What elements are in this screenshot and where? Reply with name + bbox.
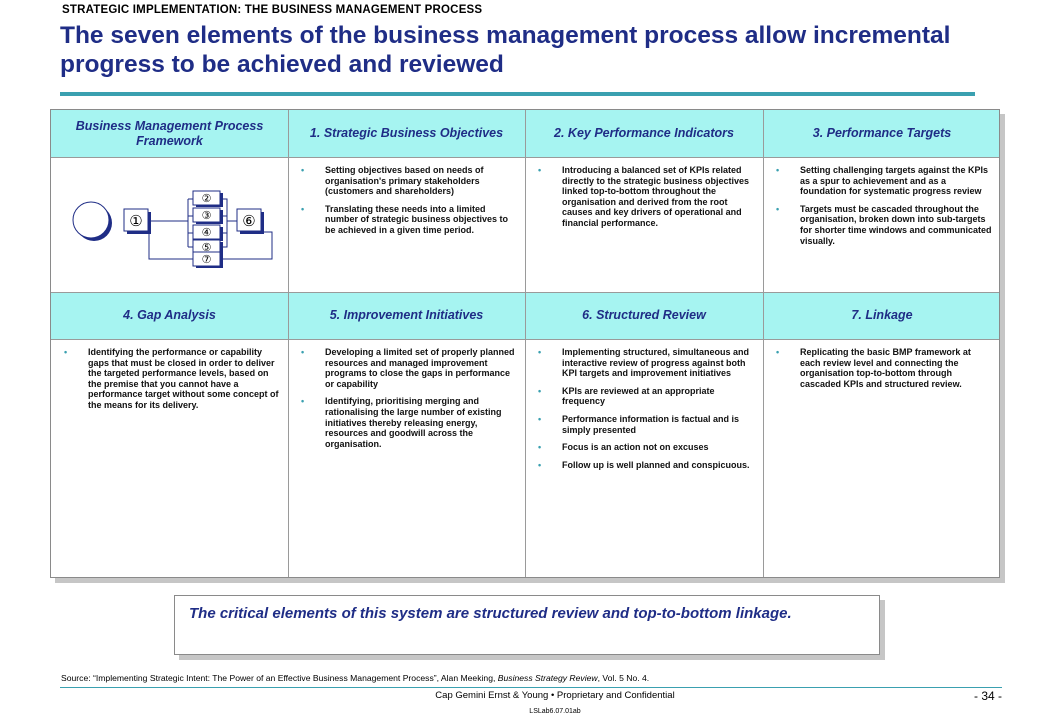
bullet: Targets must be cascaded throughout the … — [773, 204, 993, 246]
bullet: Setting challenging targets against the … — [773, 165, 993, 197]
flow-line — [219, 231, 273, 260]
heading-improvement-initiatives: 5. Improvement Initiatives — [329, 308, 484, 322]
bmp-elements-grid: Business Management Process Framework 1.… — [50, 109, 1000, 578]
footer-document-code: LSLab6.07.01ab — [529, 708, 581, 715]
cell-performance-targets: Setting challenging targets against the … — [763, 157, 1001, 253]
heading-key-performance-indicators: 2. Key Performance Indicators — [554, 126, 734, 140]
element-box-3 — [192, 207, 221, 223]
grid-line — [525, 110, 526, 577]
element-box-7 — [192, 251, 221, 267]
key-message-callout: The critical elements of this system are… — [174, 595, 880, 655]
bullet: Developing a limited set of properly pla… — [298, 347, 517, 389]
cell-strategic-business-objectives: Setting objectives based on needs of org… — [288, 157, 525, 243]
bullet: Follow up is well planned and conspicuou… — [535, 460, 755, 471]
cell-key-performance-indicators: Introducing a balanced set of KPIs relat… — [525, 157, 763, 236]
element-label-2: ② — [202, 192, 212, 205]
element-label-3: ③ — [202, 209, 212, 222]
section-kicker: STRATEGIC IMPLEMENTATION: THE BUSINESS M… — [62, 4, 483, 16]
cell-structured-review: Implementing structured, simultaneous an… — [525, 339, 763, 477]
heading-bmp-framework: Business Management Process Framework — [75, 118, 264, 148]
footer-company: Cap Gemini Ernst & Young • Proprietary a… — [435, 690, 675, 701]
cell-improvement-initiatives: Developing a limited set of properly pla… — [288, 339, 525, 456]
bmp-framework-diagram: ① ② ③ ④ ⑤ ⑥ ⑦ — [72, 190, 273, 268]
element-box-6 — [236, 208, 262, 232]
heading-gap-analysis: 4. Gap Analysis — [123, 308, 216, 322]
bullet: Identifying, prioritising merging and ra… — [298, 396, 517, 449]
flow-line — [148, 232, 193, 260]
element-box-4 — [192, 224, 221, 240]
bullet: Implementing structured, simultaneous an… — [535, 347, 755, 379]
grid-line — [763, 110, 764, 577]
grid-line — [288, 110, 289, 577]
heading-performance-targets: 3. Performance Targets — [812, 126, 952, 140]
element-label-7: ⑦ — [202, 253, 212, 266]
source-journal: Business Strategy Review — [497, 673, 598, 683]
flow-line — [221, 198, 228, 248]
page-title: The seven elements of the business manag… — [60, 22, 951, 78]
element-box-1 — [123, 208, 149, 232]
bullet: Performance information is factual and i… — [535, 414, 755, 435]
bullet: Replicating the basic BMP framework at e… — [773, 347, 993, 389]
bullet: Identifying the performance or capabilit… — [61, 347, 280, 411]
bullet: Translating these needs into a limited n… — [298, 204, 517, 236]
title-rule — [60, 92, 975, 96]
element-box-2 — [192, 190, 221, 206]
source-prefix: Source: “Implementing Strategic Intent: … — [61, 673, 498, 683]
cell-gap-analysis: Identifying the performance or capabilit… — [51, 339, 288, 418]
bullet: Introducing a balanced set of KPIs relat… — [535, 165, 755, 229]
heading-linkage: 7. Linkage — [851, 308, 913, 322]
element-label-5: ⑤ — [202, 241, 212, 254]
element-label-4: ④ — [202, 226, 212, 239]
footer-rule — [60, 687, 1002, 688]
heading-structured-review: 6. Structured Review — [582, 308, 706, 322]
start-circle — [72, 201, 110, 239]
element-label-1: ① — [129, 212, 142, 230]
source-citation: Source: “Implementing Strategic Intent: … — [61, 673, 649, 683]
bullet: Setting objectives based on needs of org… — [298, 165, 517, 197]
source-suffix: , Vol. 5 No. 4. — [597, 673, 650, 683]
cell-linkage: Replicating the basic BMP framework at e… — [763, 339, 1001, 396]
heading-strategic-business-objectives: 1. Strategic Business Objectives — [309, 126, 504, 140]
bullet: KPIs are reviewed at an appropriate freq… — [535, 386, 755, 407]
page-number: - 34 - — [973, 689, 1002, 703]
element-label-6: ⑥ — [242, 212, 255, 230]
bullet: Focus is an action not on excuses — [535, 442, 755, 453]
